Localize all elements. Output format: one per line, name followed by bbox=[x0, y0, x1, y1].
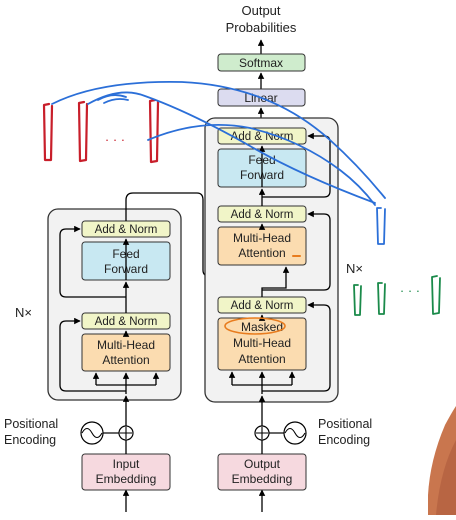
output-probabilities-label-2: Probabilities bbox=[226, 20, 297, 35]
decoder-masked-label-2: Multi-Head bbox=[233, 336, 291, 350]
decoder-mha-label-1: Multi-Head bbox=[233, 231, 291, 245]
orange-masked-circle bbox=[224, 317, 286, 335]
encoder-mha-label-2: Attention bbox=[102, 353, 149, 367]
decoder-nx-label: N× bbox=[346, 261, 363, 276]
softmax-box bbox=[217, 53, 306, 72]
encoder-add-plus bbox=[120, 427, 132, 439]
input-embedding-label-2: Embedding bbox=[96, 472, 157, 486]
output-probabilities-label-1: Output bbox=[241, 3, 280, 18]
decoder-positional-label-2: Encoding bbox=[318, 433, 370, 447]
green-annotation-dots: · · · bbox=[400, 283, 420, 298]
encoder-connections bbox=[59, 192, 244, 394]
decoder-add-norm-bottom-label: Add & Norm bbox=[231, 300, 294, 312]
input-embedding-label-1: Input bbox=[113, 457, 140, 471]
output-embedding-label-1: Output bbox=[244, 457, 281, 471]
red-annotation-dots: · · · bbox=[105, 132, 125, 147]
encoder-positional-label-1: Positional bbox=[4, 417, 58, 431]
decoder-sine-icon bbox=[284, 427, 306, 439]
decoder-mha-label-2: Attention bbox=[238, 246, 285, 260]
decoder-connections bbox=[228, 132, 331, 394]
blue-annotation bbox=[51, 80, 386, 245]
decoder-masked-label-1: Masked bbox=[241, 320, 283, 334]
decoder-masked-label-3: Attention bbox=[238, 352, 285, 366]
output-embedding-label-2: Embedding bbox=[232, 472, 293, 486]
decoder-add-norm-mid-label: Add & Norm bbox=[231, 209, 294, 221]
encoder-sine-icon bbox=[81, 427, 103, 439]
decoder-add-plus bbox=[256, 427, 268, 439]
encoder-nx-label: N× bbox=[15, 305, 32, 320]
encoder-add-norm-top-label: Add & Norm bbox=[95, 224, 158, 236]
red-annotation bbox=[42, 98, 160, 164]
encoder-mha-label-1: Multi-Head bbox=[97, 338, 155, 352]
green-annotation bbox=[353, 275, 441, 316]
presenter-shoulder-shade bbox=[436, 440, 456, 515]
encoder-positional-label-2: Encoding bbox=[4, 433, 56, 447]
encoder-add-norm-bottom-label: Add & Norm bbox=[95, 316, 158, 328]
decoder-add-norm-top-label: Add & Norm bbox=[231, 131, 294, 143]
decoder-positional-label-1: Positional bbox=[318, 417, 372, 431]
softmax-label: Softmax bbox=[239, 56, 283, 70]
